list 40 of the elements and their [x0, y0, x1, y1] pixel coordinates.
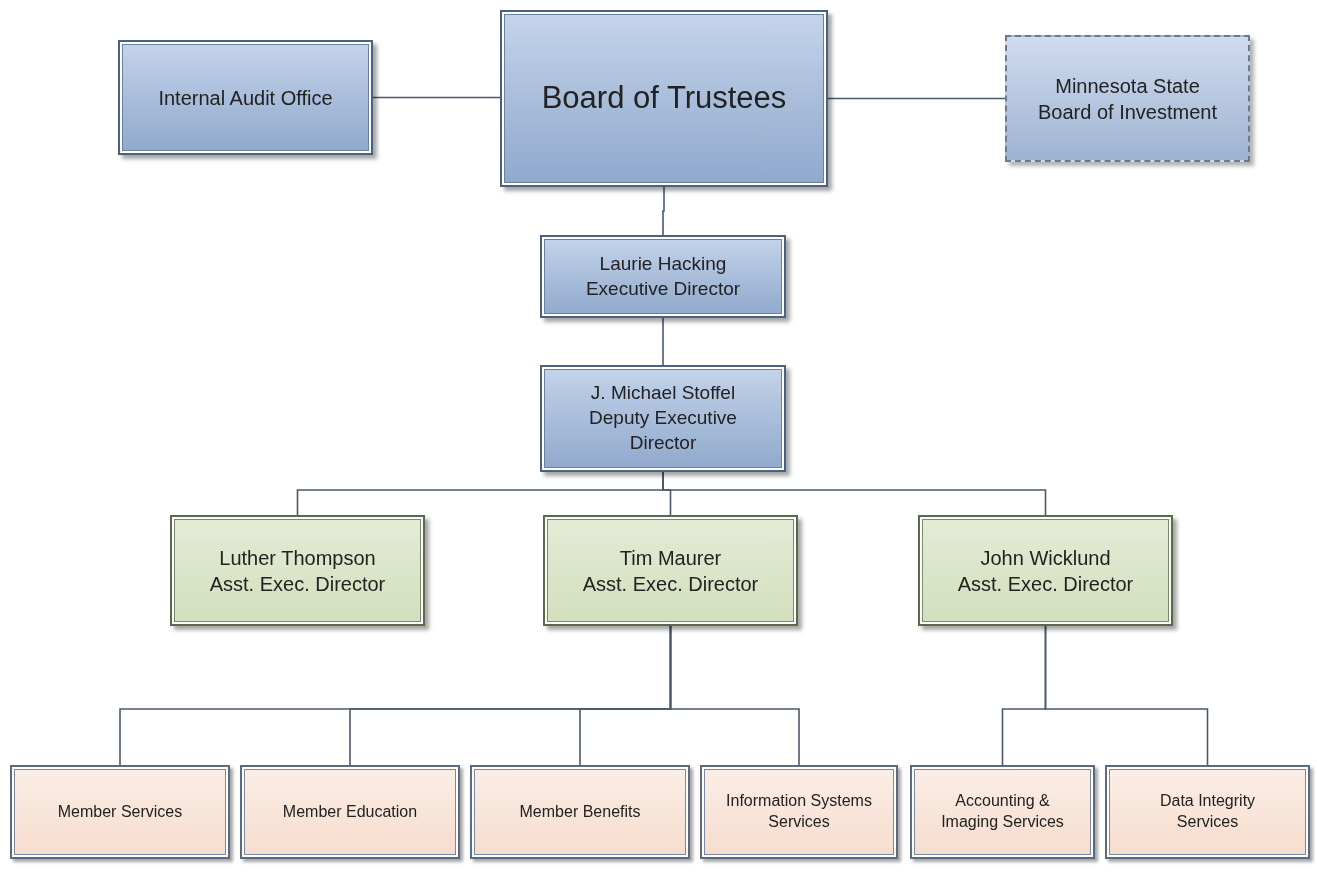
position-label: Member Education — [282, 801, 418, 822]
connector-line — [662, 186, 665, 236]
position-label: Executive Director — [585, 276, 741, 301]
connector-line — [662, 471, 1047, 516]
position-label: Tim Maurer — [618, 545, 723, 571]
org-box — [540, 365, 786, 472]
org-box — [500, 10, 828, 187]
position-label: Asst. Exec. Director — [209, 571, 386, 597]
position-label: Data Integrity Services — [1158, 791, 1257, 832]
position-label: Board of Trustees — [541, 79, 787, 118]
position-label: Asst. Exec. Director — [582, 571, 759, 597]
connector-line — [827, 97, 1006, 100]
org-box — [118, 40, 373, 155]
org-box — [910, 765, 1095, 859]
position-label: Information Systems Services — [725, 791, 873, 832]
position-label: Deputy Executive Director — [588, 406, 738, 455]
position-label: Internal Audit Office — [158, 85, 333, 111]
org-box — [700, 765, 898, 859]
connector-line — [669, 625, 800, 766]
position-label: Laurie Hacking — [598, 251, 728, 276]
position-label: Luther Thompson — [218, 545, 377, 571]
position-label: John Wicklund — [979, 545, 1112, 571]
org-box — [540, 235, 786, 318]
position-label: J. Michael Stoffel — [589, 381, 737, 406]
position-label: Member Benefits — [519, 801, 641, 822]
org-box — [240, 765, 460, 859]
position-label: Minnesota State Board of Investment — [1037, 73, 1218, 125]
position-label: Accounting & Imaging Services — [940, 791, 1065, 832]
org-box — [170, 515, 425, 626]
org-box — [543, 515, 798, 626]
org-box — [470, 765, 690, 859]
org-box — [1105, 765, 1310, 859]
org-box — [1005, 35, 1250, 162]
connector-line — [662, 317, 664, 366]
connector-line — [1044, 625, 1209, 766]
position-label: Member Services — [57, 801, 183, 822]
org-box — [10, 765, 230, 859]
connector-line — [372, 96, 501, 99]
org-box — [918, 515, 1173, 626]
position-label: Asst. Exec. Director — [957, 571, 1134, 597]
